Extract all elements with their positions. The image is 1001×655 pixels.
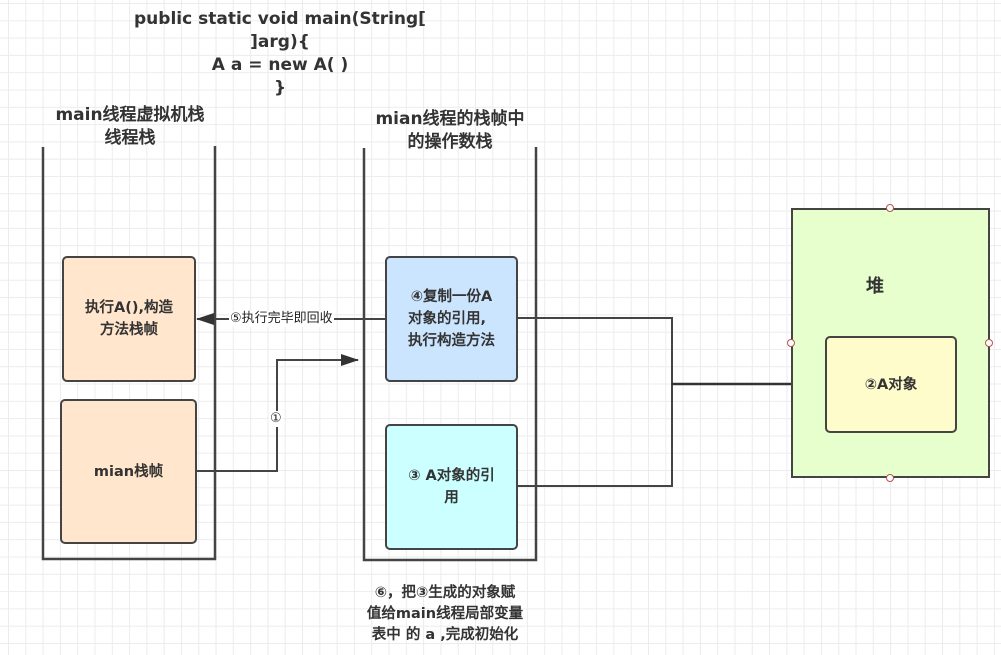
operand-stack-title-line1: mian线程的栈帧中 [375,109,525,129]
code-snippet: public static void main(String[ ]arg){ A… [120,8,440,100]
thread-stack-title-line2: 线程栈 [104,128,156,148]
operand-label-line: 执行构造方法 [408,333,495,349]
operand-stack-title: mian线程的栈帧中 的操作数栈 [340,108,560,154]
frame-label-line: 执行A(),构造 [85,300,173,316]
edge-ref-copy [518,317,673,487]
code-line: public static void main(String[ [134,9,426,29]
operand-stack-title-line2: 的操作数栈 [407,132,493,152]
footnote-line: 表中 的 a ,完成初始化 [371,627,519,643]
heap-object-label: ②A对象 [864,376,918,393]
step5-label: ⑤执行完毕即回收 [229,311,334,327]
heap-object-a: ②A对象 [825,336,957,433]
thread-stack-container [41,146,217,561]
resize-handle-top[interactable] [886,204,894,212]
code-line: A a = new A( ) [211,55,349,75]
operand-stack-container [362,147,538,562]
main-stack-frame: mian栈帧 [60,399,197,544]
operand-label-line: ③ A对象的引 [408,468,495,484]
footnote-line: ⑥，把③生成的对象赋 [374,585,516,601]
operand-label-line: 用 [444,490,459,506]
thread-stack-title: main线程虚拟机栈 线程栈 [20,104,240,150]
step1-label: ① [269,411,283,427]
footnote-line: 值给main线程局部变量 [366,606,524,622]
resize-handle-left[interactable] [787,339,795,347]
operand-item-reference: ③ A对象的引 用 [385,424,518,550]
resize-handle-bottom[interactable] [886,474,894,482]
frame-label-line: 方法栈帧 [99,322,158,338]
operand-label-line: ④复制一份A [410,289,493,305]
operand-item-reference-copy: ④复制一份A 对象的引用, 执行构造方法 [385,256,518,382]
thread-stack-title-line1: main线程虚拟机栈 [55,105,205,125]
operand-label-line: 对象的引用, [408,311,487,327]
code-line: } [273,78,287,98]
heap-title: 堆 [866,276,884,297]
constructor-stack-frame: 执行A(),构造 方法栈帧 [62,256,196,382]
frame-label-line: mian栈帧 [93,463,164,480]
code-line: ]arg){ [250,32,310,52]
footnote: ⑥，把③生成的对象赋 值给main线程局部变量 表中 的 a ,完成初始化 [330,583,560,646]
resize-handle-right[interactable] [985,339,993,347]
